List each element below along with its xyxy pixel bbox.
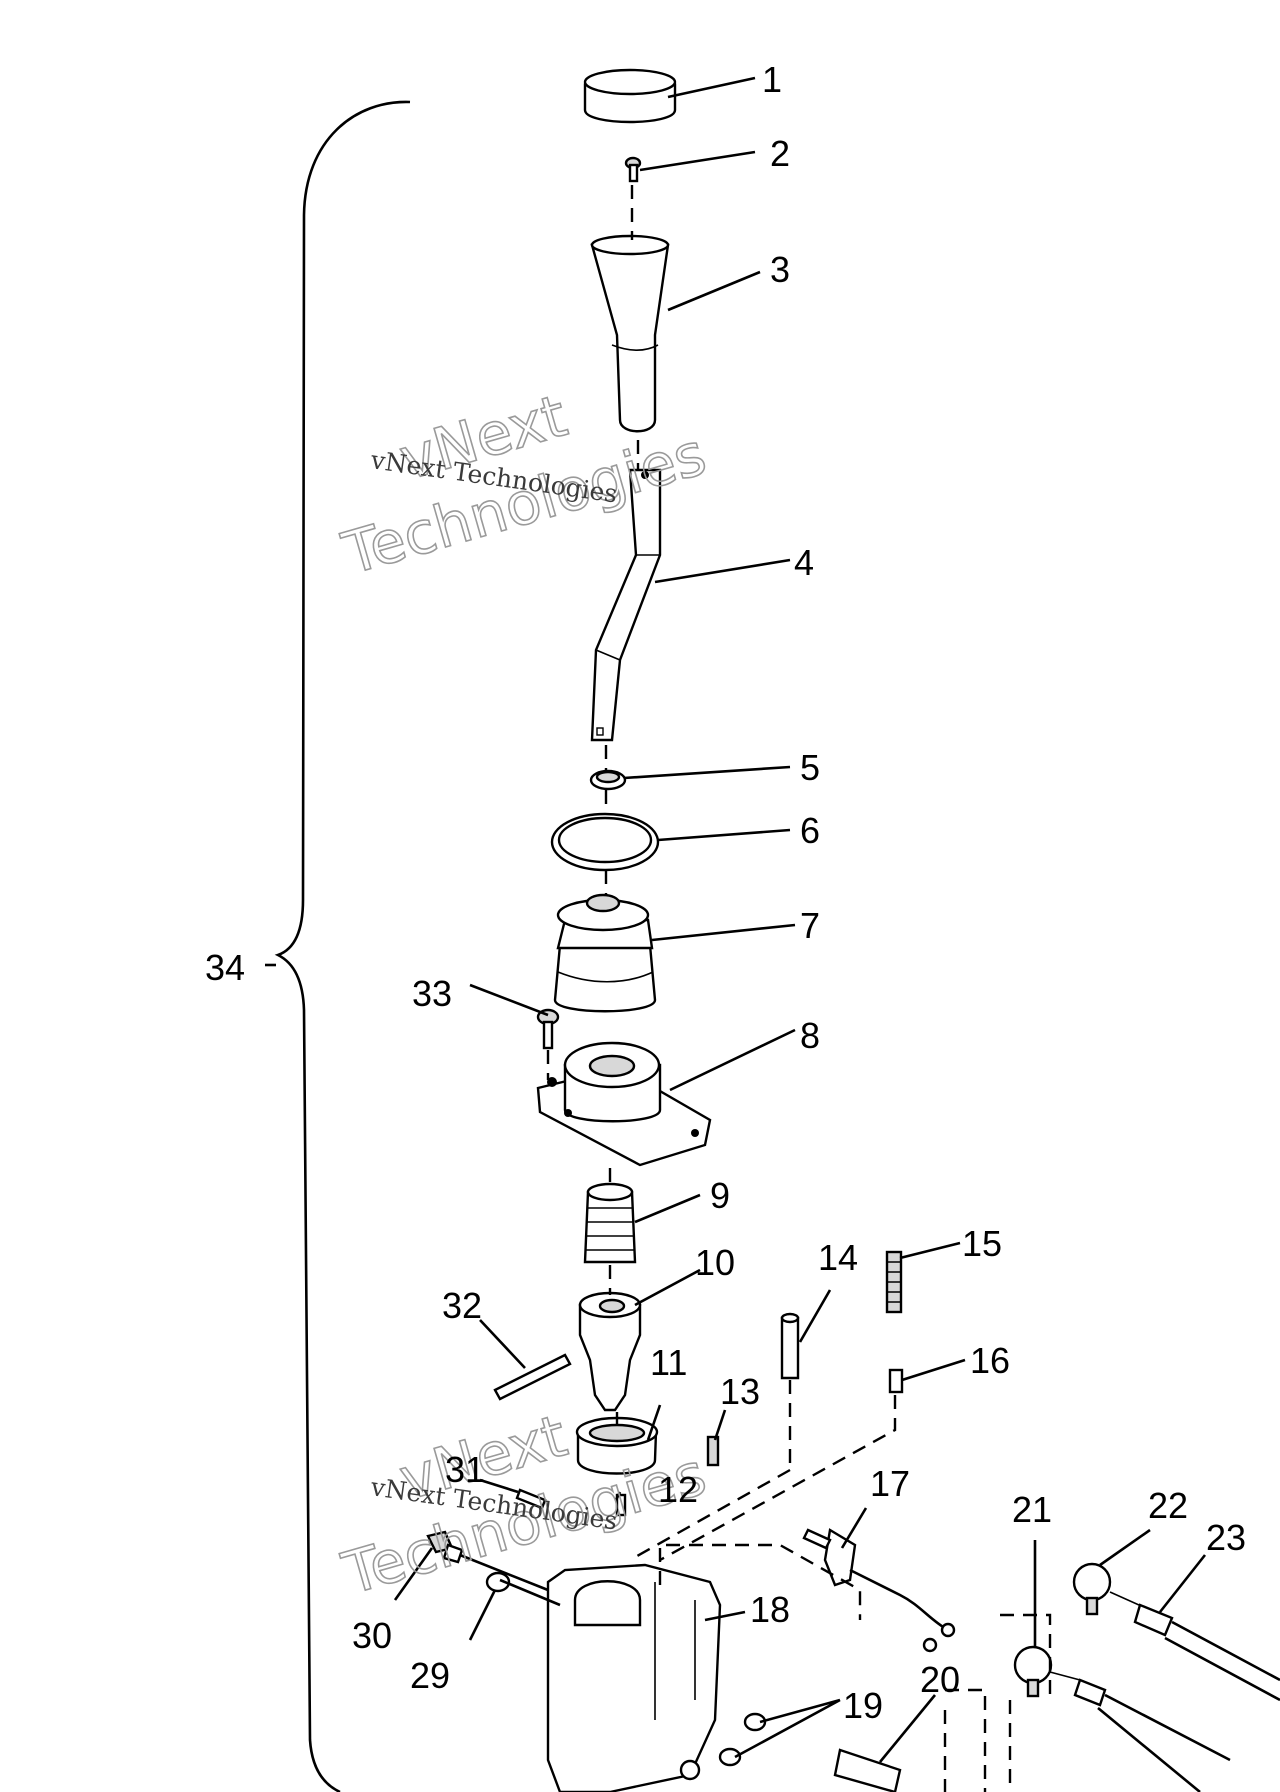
- callout-16: 16: [970, 1340, 1010, 1381]
- callout-32: 32: [442, 1285, 482, 1326]
- callout-19: 19: [843, 1685, 883, 1726]
- callout-1: 1: [762, 59, 782, 100]
- callout-13: 13: [720, 1371, 760, 1412]
- part-10-pivot: [578, 1291, 642, 1412]
- part-23-cable: [1133, 1603, 1280, 1702]
- callout-12: 12: [658, 1469, 698, 1510]
- callout-31: 31: [445, 1449, 485, 1490]
- callout-15: 15: [962, 1223, 1002, 1264]
- callout-29: 29: [410, 1655, 450, 1696]
- part-32-pin: [493, 1353, 572, 1401]
- callout-34: 34: [205, 947, 245, 988]
- callout-2: 2: [770, 133, 790, 174]
- part-30-bolt: [426, 1530, 464, 1564]
- callout-6: 6: [800, 810, 820, 851]
- callout-22: 22: [1148, 1485, 1188, 1526]
- part-7-boot: [553, 893, 657, 1013]
- callout-10: 10: [695, 1242, 735, 1283]
- callout-5: 5: [800, 747, 820, 788]
- part-12-pin: [615, 1493, 627, 1517]
- callout-17: 17: [870, 1463, 910, 1504]
- part-9-spring: [583, 1182, 637, 1264]
- cable-lower: [1073, 1678, 1231, 1792]
- callout-18: 18: [750, 1589, 790, 1630]
- part-5-washer: [589, 769, 627, 791]
- callout-20: 20: [920, 1659, 960, 1700]
- part-16-plunger: [888, 1368, 904, 1394]
- part-3-handle-grip: [590, 234, 670, 433]
- callout-9: 9: [710, 1175, 730, 1216]
- part-6-ring: [550, 812, 660, 872]
- assembly-brace: [274, 100, 411, 1792]
- part-4-shift-lever: [590, 468, 662, 742]
- part-13-set-screw: [706, 1435, 720, 1467]
- callout-11: 11: [650, 1342, 687, 1383]
- callout-30: 30: [352, 1615, 392, 1656]
- leader-lines: [265, 76, 1207, 1763]
- part-20-rod: [833, 1748, 902, 1792]
- part-18-gate-housing: [546, 1563, 722, 1792]
- callout-33: 33: [412, 973, 452, 1014]
- callout-3: 3: [770, 249, 790, 290]
- callout-14: 14: [818, 1237, 858, 1278]
- callout-7: 7: [800, 905, 820, 946]
- part-15-spring: [885, 1250, 903, 1314]
- part-21-ball-joint: [1013, 1645, 1081, 1698]
- part-2-screw: [624, 156, 642, 183]
- part-29-washer: [485, 1571, 511, 1593]
- part-8-housing-plate: [536, 1041, 712, 1167]
- part-11-collar: [575, 1416, 659, 1475]
- part-17-switch: [802, 1528, 956, 1653]
- part-19-washers: [718, 1712, 767, 1767]
- part-33-bolt: [536, 1008, 560, 1050]
- part-14-pin: [780, 1312, 800, 1380]
- callout-21: 21: [1012, 1489, 1052, 1530]
- callout-labels: 1 2 3 4 5 6 7 8 9 10 11 12 13 14 15 16 1…: [205, 59, 1246, 1726]
- part-1-knob-cap: [583, 68, 677, 124]
- callout-4: 4: [794, 542, 814, 583]
- callout-8: 8: [800, 1015, 820, 1056]
- part-31-pin: [515, 1488, 547, 1510]
- callout-23: 23: [1206, 1517, 1246, 1558]
- alignment-lines: [459, 185, 1052, 1792]
